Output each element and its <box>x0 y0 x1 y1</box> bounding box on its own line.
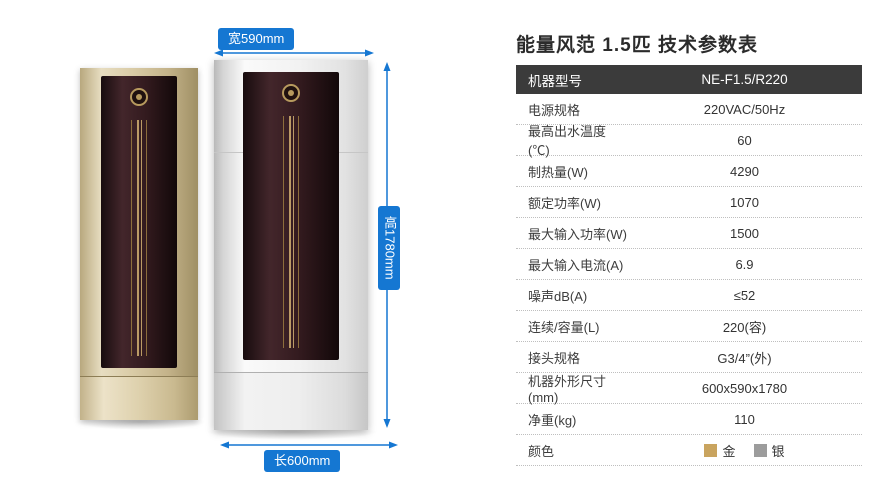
spec-row-value: 220(容) <box>722 319 767 335</box>
spec-row-value: 1500 <box>730 225 759 241</box>
spec-row: 机器外形尺寸(mm) 600x590x1780 <box>516 373 862 405</box>
spec-row-value: 1070 <box>730 194 759 210</box>
spec-row: 制热量(W) 4290 <box>516 156 862 187</box>
panel-stripes <box>283 116 299 348</box>
water-heater-silver-unit <box>214 60 368 430</box>
water-heater-gold-unit <box>80 68 198 420</box>
spec-row: 电源规格 220VAC/50Hz <box>516 94 862 125</box>
spec-row: 额定功率(W) 1070 <box>516 187 862 218</box>
spec-row: 最高出水温度(℃) 60 <box>516 124 862 158</box>
spec-row-value: 6.9 <box>735 256 754 272</box>
brand-emblem-icon <box>130 88 148 106</box>
spec-row: 最大输入功率(W) 1500 <box>516 218 862 249</box>
color-swatch-icon <box>753 443 767 457</box>
spec-row: 噪声dB(A) ≤52 <box>516 280 862 311</box>
height-dimension-label: 高1780mm <box>378 206 401 290</box>
spec-row-value: 220VAC/50Hz <box>703 101 786 117</box>
spec-row-label: 最高出水温度(℃) <box>528 124 607 158</box>
spec-row-label: 机器外形尺寸(mm) <box>528 374 607 405</box>
width-dimension-label: 宽590mm <box>218 28 295 51</box>
gold-unit-front-panel <box>101 76 177 368</box>
spec-row-value: ≤52 <box>733 287 756 303</box>
color-option-label: 金 <box>722 443 736 459</box>
width-dimension-line <box>214 49 374 57</box>
color-option: 银 <box>753 441 785 460</box>
spec-row-value: 110 <box>734 411 755 427</box>
spec-row: 净重(kg) 110 <box>516 404 862 435</box>
length-dimension-label: 长600mm <box>264 450 341 473</box>
spec-row-label: 连续/容量(L) <box>528 319 600 335</box>
color-row-label: 颜色 <box>528 443 555 459</box>
spec-row-label: 接头规格 <box>528 350 581 366</box>
gold-unit-base <box>80 376 198 420</box>
silver-unit-base <box>214 372 368 430</box>
table-title: 能量风范 1.5匹 技术参数表 <box>516 35 758 56</box>
length-dimension-line <box>220 441 398 449</box>
color-swatch-icon <box>704 443 718 457</box>
color-option: 金 <box>704 441 736 460</box>
color-option-label: 银 <box>771 443 785 459</box>
table-header-row: 机器型号 NE-F1.5/R220 <box>516 65 862 94</box>
brand-emblem-icon <box>282 84 300 102</box>
spec-row-label: 额定功率(W) <box>528 195 601 211</box>
header-value: NE-F1.5/R220 <box>701 72 788 87</box>
spec-row: 连续/容量(L) 220(容) <box>516 311 862 342</box>
panel-stripes <box>131 120 147 356</box>
spec-row-value: 4290 <box>730 163 759 179</box>
spec-row: 接头规格 G3/4”(外) <box>516 342 862 373</box>
spec-row-label: 最大输入电流(A) <box>528 257 624 273</box>
color-row: 颜色 金银 <box>516 435 862 466</box>
silver-unit-front-panel <box>243 72 339 360</box>
spec-row-label: 制热量(W) <box>528 164 588 180</box>
table-body: 电源规格 220VAC/50Hz 最高出水温度(℃) 60 制热量(W) 4290 额定功率… <box>516 94 862 435</box>
spec-row-label: 噪声dB(A) <box>528 288 588 304</box>
spec-row-value: G3/4”(外) <box>717 350 772 366</box>
header-label: 机器型号 <box>528 73 582 89</box>
spec-table-section: 能量风范 1.5匹 技术参数表 机器型号 NE-F1.5/R220 电源规格 22… <box>516 30 862 466</box>
spec-row-label: 净重(kg) <box>528 412 577 428</box>
spec-row-label: 最大输入功率(W) <box>528 226 627 242</box>
color-swatches: 金银 <box>627 441 862 460</box>
spec-row-value: 600x590x1780 <box>701 380 788 396</box>
spec-row-label: 电源规格 <box>528 102 581 118</box>
spec-row-value: 60 <box>737 132 752 148</box>
spec-row: 最大输入电流(A) 6.9 <box>516 249 862 280</box>
